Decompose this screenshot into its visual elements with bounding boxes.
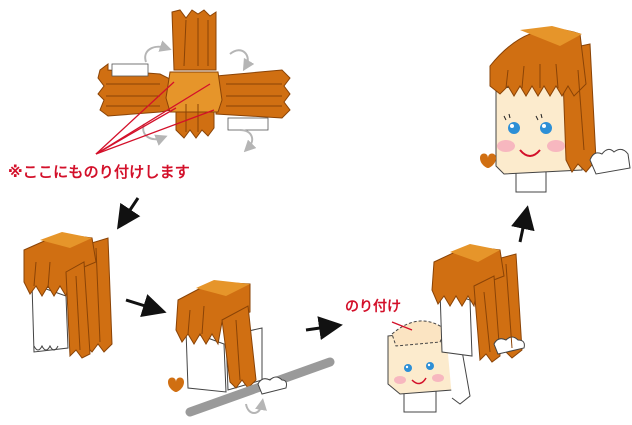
glue-here-note: ※ここにものり付けします xyxy=(8,163,190,181)
step6-finished-head xyxy=(480,26,631,193)
rotation-arrow-icon xyxy=(245,398,267,414)
step1-crossed-hair xyxy=(95,9,291,155)
step2-folded-hair xyxy=(23,232,113,359)
step-arrow-icon xyxy=(117,197,141,230)
step-arrow-icon xyxy=(125,294,167,317)
glue-label: のり付け xyxy=(345,299,401,315)
step3-hair-on-rod xyxy=(168,280,335,417)
step-arrow-icon xyxy=(305,316,343,341)
step5-hair-stand xyxy=(431,244,525,363)
step-arrow-icon xyxy=(511,205,535,243)
